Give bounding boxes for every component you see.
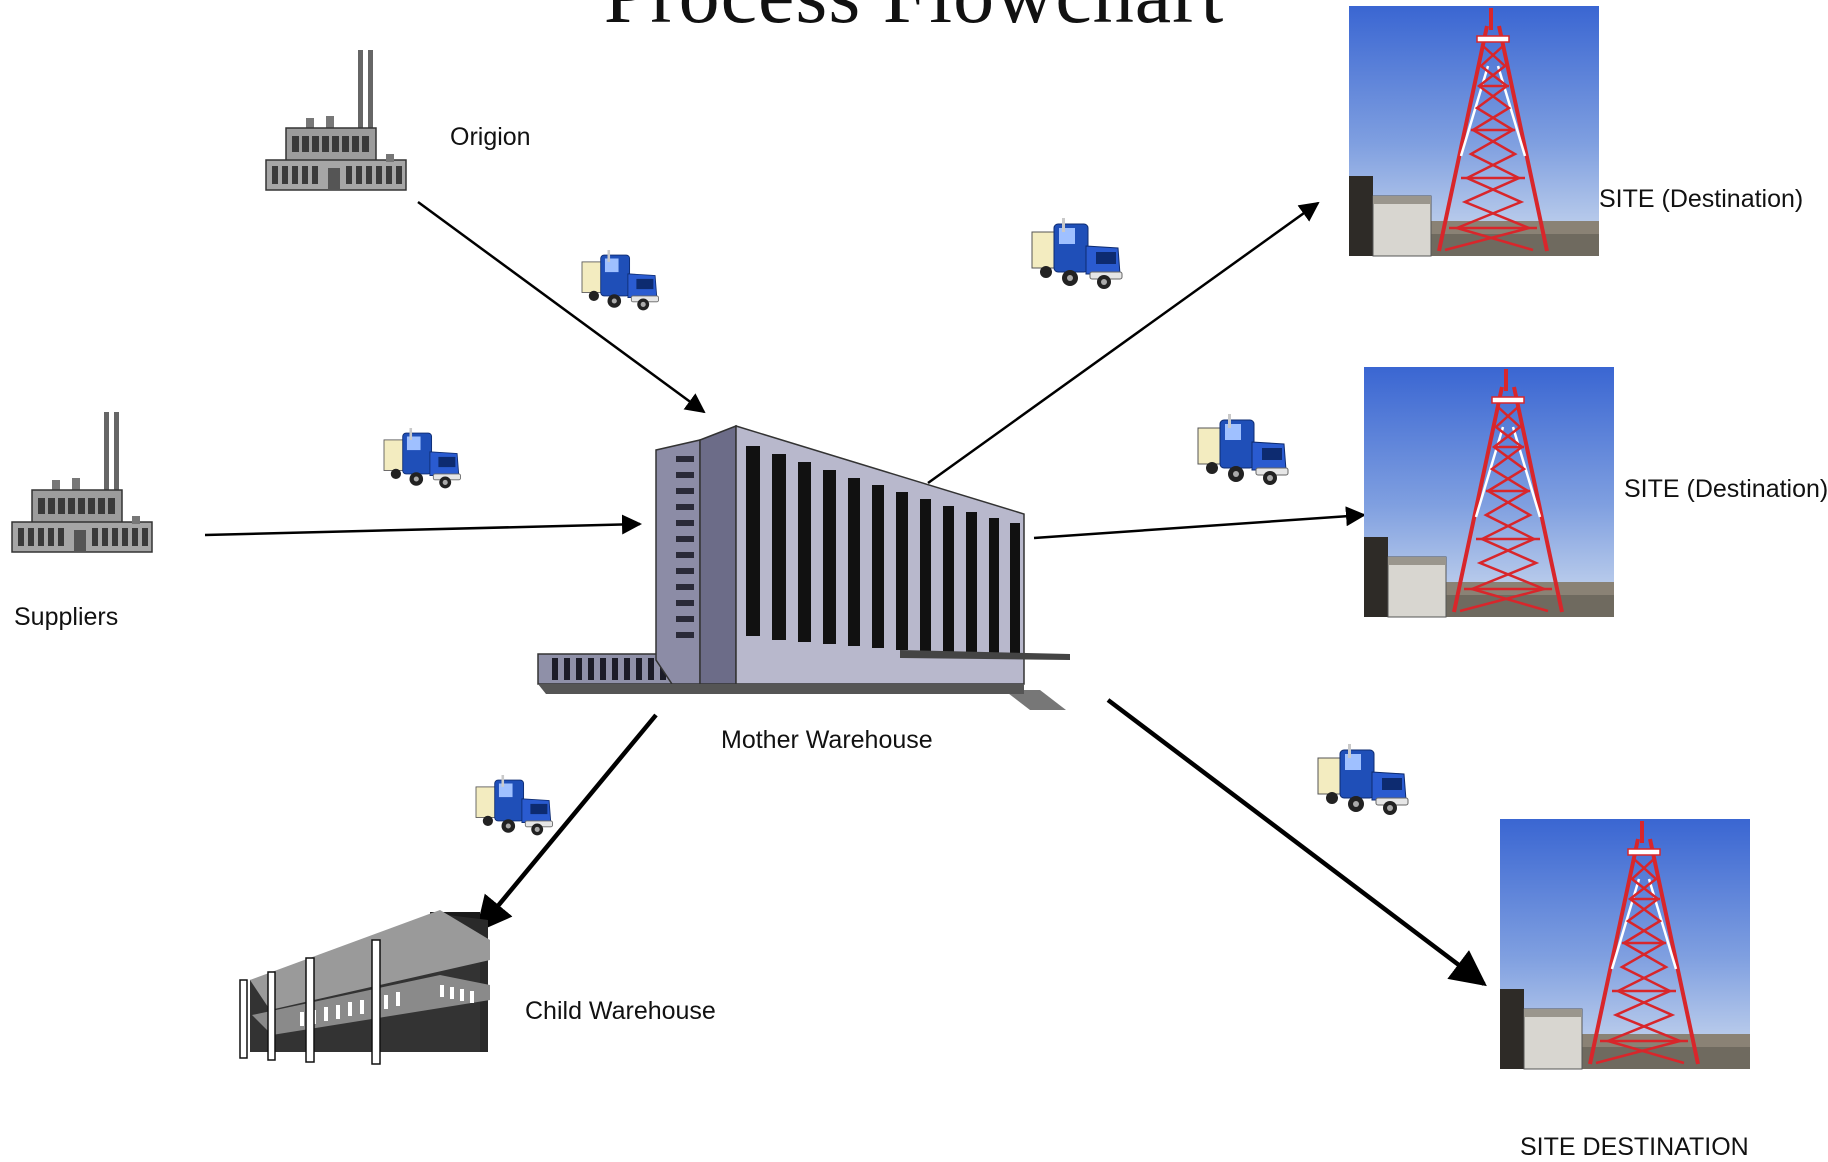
truck-icon <box>383 427 461 489</box>
label-site-3: SITE DESTINATION <box>1520 1133 1749 1161</box>
telecom-tower-photo <box>1498 817 1752 1071</box>
page-title: Process Flowchart <box>0 0 1828 42</box>
label-child-warehouse: Child Warehouse <box>525 997 716 1025</box>
label-origin: Origion <box>450 123 531 151</box>
factory-icon <box>11 411 153 553</box>
truck-icon <box>581 249 659 311</box>
truck-icon <box>1031 217 1123 290</box>
edges <box>204 200 1487 987</box>
telecom-tower-photo <box>1362 365 1616 619</box>
arrow-mother-to-child <box>475 713 658 933</box>
label-suppliers: Suppliers <box>14 603 119 631</box>
arrow-suppliers-to-mother <box>204 514 642 537</box>
truck-icon <box>1197 413 1289 486</box>
warehouse-building-icon <box>239 910 490 1065</box>
arrow-mother-to-site-3 <box>1106 698 1487 987</box>
label-site-1: SITE (Destination) <box>1599 185 1804 213</box>
office-building-icon <box>537 424 1070 710</box>
arrow-mother-to-site-2 <box>1033 506 1366 540</box>
telecom-tower-photo <box>1347 4 1601 258</box>
label-site-2: SITE (Destination) <box>1624 475 1828 503</box>
factory-icon <box>265 49 407 191</box>
arrow-origin-to-mother <box>417 200 706 414</box>
truck-icon <box>1317 743 1409 816</box>
arrow-mother-to-site-1 <box>927 201 1320 485</box>
label-mother-warehouse: Mother Warehouse <box>721 726 933 754</box>
truck-icon <box>475 774 553 836</box>
